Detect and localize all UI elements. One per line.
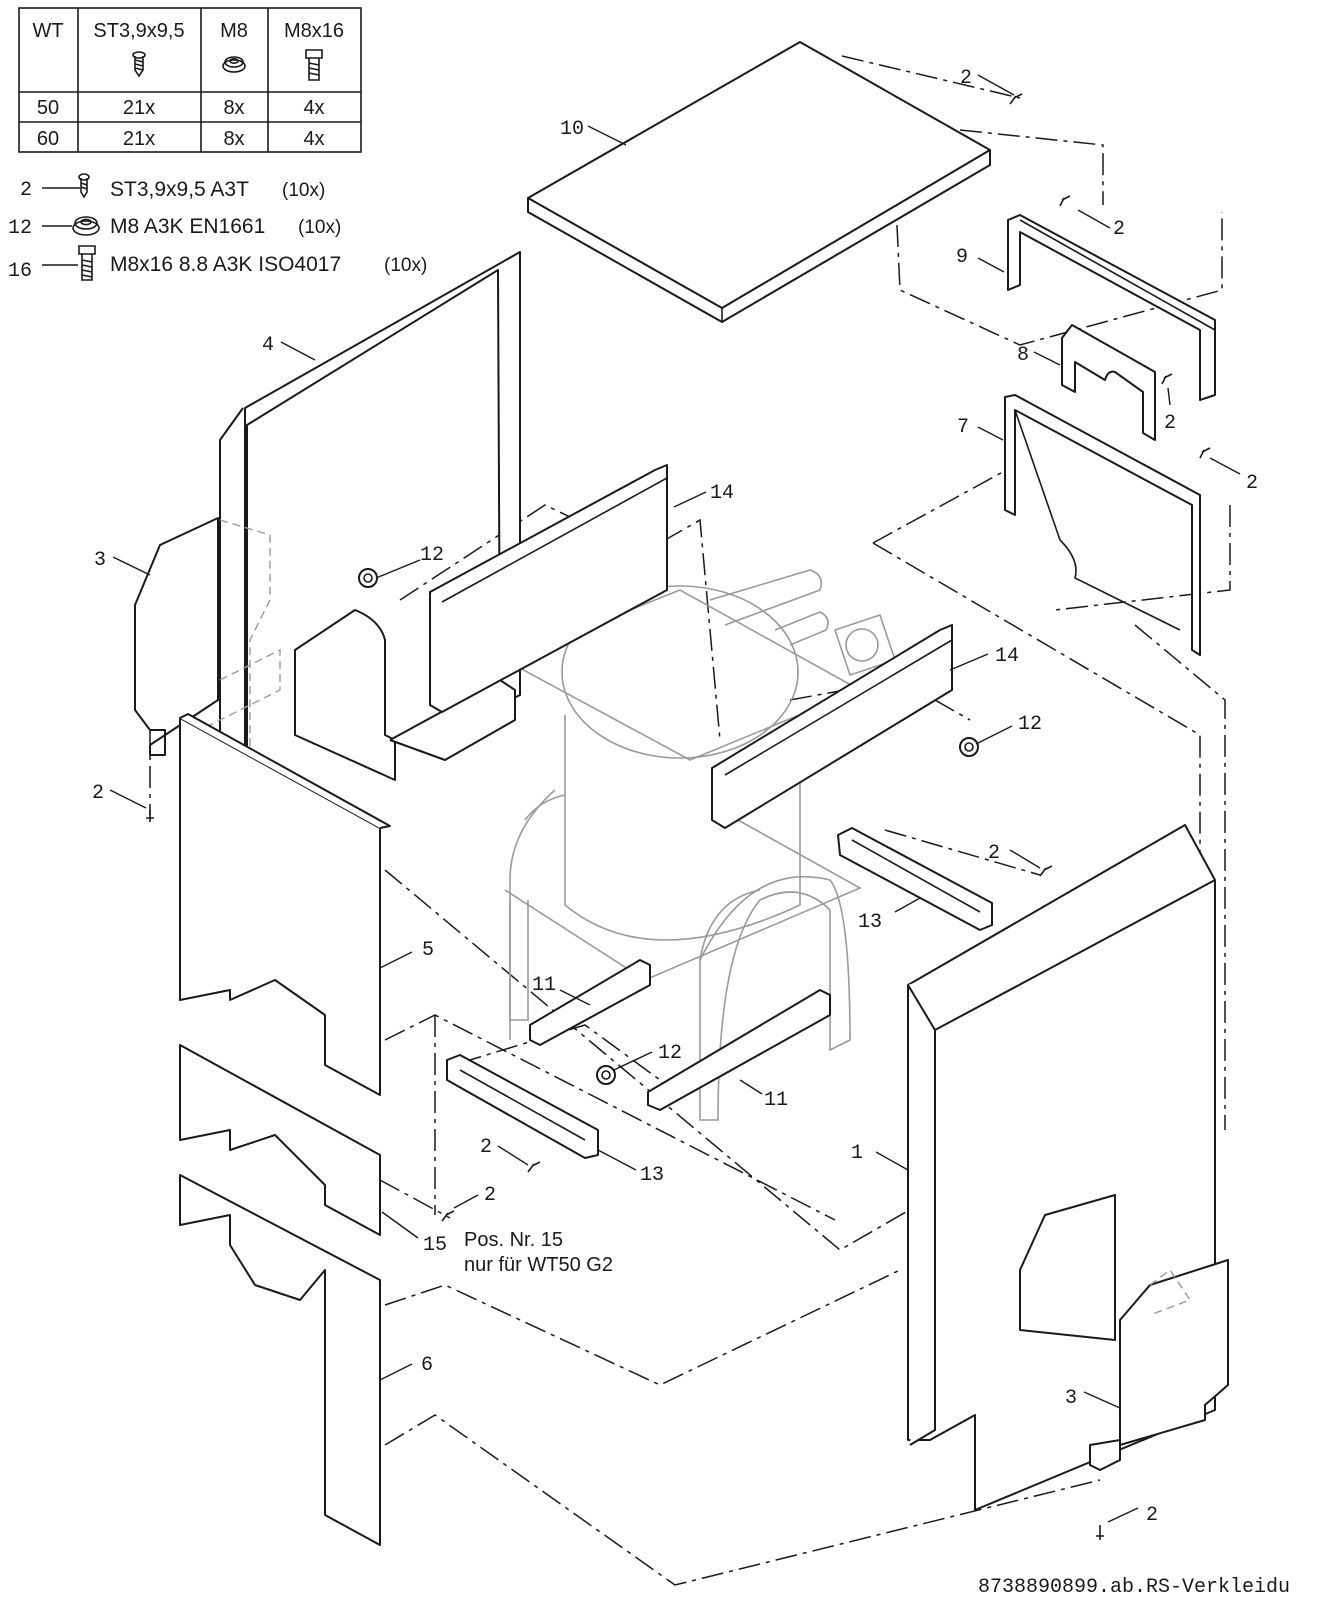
part-8-bracket: [1061, 324, 1156, 441]
callout-11: 11: [532, 974, 556, 997]
screw-icon: [1039, 865, 1053, 877]
table-cell: 60: [37, 128, 59, 150]
legend-spec: M8x16 8.8 A3K ISO4017: [110, 253, 341, 276]
table-cell: 8x: [223, 97, 244, 119]
callout-15: 15: [423, 1234, 447, 1257]
table-header-wt: WT: [32, 20, 63, 42]
parts-table: WT ST3,9x9,5 M8 M8x16 50 21x 8x 4x 60 21…: [18, 7, 362, 153]
callout-1: 1: [851, 1142, 863, 1165]
part-9-panel: [1007, 214, 1216, 401]
part-3-right-side-piece: [1089, 1259, 1229, 1471]
nut-icon: [358, 568, 378, 588]
callout-2: 2: [1146, 1504, 1158, 1527]
table-header-nut: M8: [220, 20, 248, 42]
legend-num: 2: [20, 179, 32, 202]
callout-3: 3: [94, 549, 106, 572]
part-14-lower-bracket: [711, 624, 953, 829]
callout-6: 6: [421, 1354, 433, 1377]
position-15-note: Pos. Nr. 15 nur für WT50 G2: [464, 1229, 613, 1276]
screw-icon: [1009, 93, 1023, 105]
screw-icon: [1059, 195, 1071, 207]
table-cell: 4x: [303, 97, 324, 119]
table-cell: 21x: [123, 128, 155, 150]
screw-icon: [78, 173, 90, 199]
part-13-rail-upper: [837, 827, 993, 931]
screw-icon: [527, 1161, 541, 1173]
part-3-left-side-piece: [134, 517, 219, 756]
note-line-1: Pos. Nr. 15: [464, 1229, 563, 1251]
fastener-legend: 2 ST3,9x9,5 A3T (10x) 12 M8 A3K EN1661 (…: [8, 173, 427, 283]
part-15-panel: [179, 1044, 381, 1236]
callout-2: 2: [92, 782, 104, 805]
screw-icon: [1199, 447, 1211, 459]
callout-7: 7: [957, 416, 969, 439]
bolt-icon: [78, 245, 96, 281]
screw-icon: [441, 1210, 455, 1222]
part-14-upper-bracket: [429, 464, 668, 713]
callout-12: 12: [420, 544, 444, 567]
callout-14: 14: [710, 482, 734, 505]
callout-8: 8: [1017, 344, 1029, 367]
nut-icon: [596, 1065, 616, 1085]
callout-13: 13: [640, 1164, 664, 1187]
table-cell: 8x: [223, 128, 244, 150]
part-11-rail-right: [647, 989, 831, 1111]
callout-4: 4: [262, 334, 274, 357]
callout-2: 2: [480, 1136, 492, 1159]
fasteners: [146, 93, 1211, 1540]
note-line-2: nur für WT50 G2: [464, 1254, 613, 1276]
part-6-panel: [179, 1174, 381, 1546]
legend-spec: M8 A3K EN1661: [110, 215, 265, 238]
legend-qty: (10x): [282, 180, 325, 201]
bolt-icon: [305, 49, 323, 81]
part-7-frame: [1004, 394, 1201, 656]
nut-icon: [72, 216, 100, 236]
callout-2: 2: [988, 842, 1000, 865]
callout-13: 13: [858, 911, 882, 934]
table-header-bolt: M8x16: [284, 20, 344, 42]
callout-3: 3: [1065, 1387, 1077, 1410]
callout-12: 12: [658, 1042, 682, 1065]
boiler-body: [503, 569, 897, 1121]
callout-leaders: [109, 74, 1241, 1523]
callout-2: 2: [960, 67, 972, 90]
callout-12: 12: [1018, 713, 1042, 736]
table-cell: 50: [37, 97, 59, 119]
legend-num: 16: [8, 260, 32, 283]
callout-11: 11: [764, 1089, 788, 1112]
legend-qty: (10x): [298, 217, 341, 238]
callout-numbers: 10 2 2 9 8 2 7 2 4 14 12 3 14 12 2 2 13 …: [92, 67, 1258, 1527]
callout-14: 14: [995, 645, 1019, 668]
callout-10: 10: [560, 118, 584, 141]
part-11-rail-left: [529, 959, 651, 1046]
screw-icon: [1161, 373, 1173, 385]
table-header-screw: ST3,9x9,5: [93, 20, 184, 42]
callout-9: 9: [956, 246, 968, 269]
table-cell: 21x: [123, 97, 155, 119]
callout-5: 5: [422, 939, 434, 962]
callout-2: 2: [1164, 412, 1176, 435]
part-13-rail-lower: [446, 1054, 599, 1159]
callout-2: 2: [1113, 218, 1125, 241]
callout-2: 2: [484, 1184, 496, 1207]
legend-qty: (10x): [384, 255, 427, 276]
callout-2: 2: [1246, 472, 1258, 495]
part-10-top-cover: [527, 41, 991, 323]
screw-icon: [1096, 1525, 1104, 1540]
drawing-number: 8738890899.ab.RS-Verkleidu: [978, 1576, 1290, 1599]
screw-icon: [132, 51, 146, 78]
nut-icon: [222, 56, 246, 73]
part-5-front-panel: [179, 713, 391, 1096]
nut-icon: [959, 737, 979, 757]
screw-icon: [146, 810, 154, 822]
legend-spec: ST3,9x9,5 A3T: [110, 178, 249, 201]
legend-num: 12: [8, 217, 32, 240]
table-cell: 4x: [303, 128, 324, 150]
